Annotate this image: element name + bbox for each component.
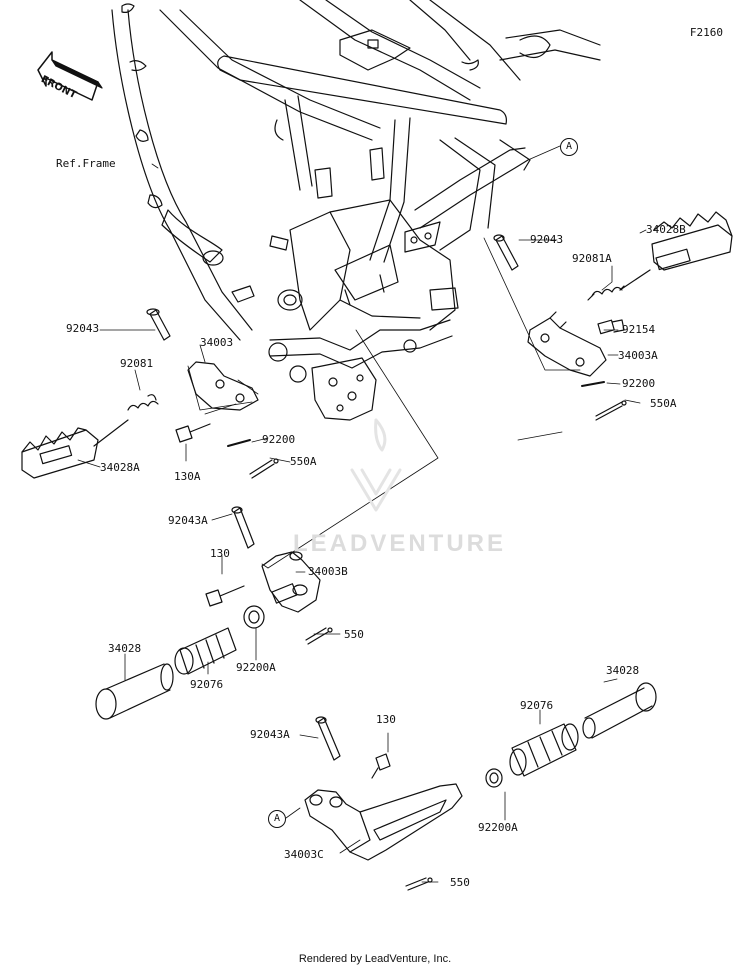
part-label[interactable]: 34003C [284,848,324,861]
middle-bracket-34003B [261,551,321,613]
right-pin-92043 [493,234,519,271]
right-bracket-34003A [527,311,607,377]
part-label[interactable]: 34028A [100,461,140,474]
right-pin-92200 [581,381,605,387]
ref-frame-label: Ref.Frame [56,157,116,170]
figure-code: F2160 [689,26,723,39]
watermark-logo-icon [350,418,402,512]
part-label[interactable]: 550A [650,397,677,410]
part-label[interactable]: 92076 [520,699,554,712]
right-footpeg-34028B [619,211,733,291]
part-label[interactable]: 92200 [262,433,296,446]
left-pin-92200 [227,439,251,447]
part-label[interactable]: 34003 [200,336,234,349]
middle-pin-92043A [231,506,255,549]
ref-marker-a-bottom: A [268,810,286,828]
part-label[interactable]: 550A [290,455,317,468]
left-pin-92043 [146,308,171,341]
part-label[interactable]: 92200A [478,821,518,834]
ref-marker-a-top: A [560,138,578,156]
part-label[interactable]: 34003B [308,565,348,578]
bottom-bolt-130 [371,753,391,779]
part-label[interactable]: 34028 [606,664,640,677]
part-label[interactable]: 130 [210,547,230,560]
part-label[interactable]: 34028B [646,223,686,236]
part-label[interactable]: 550 [450,876,470,889]
bottom-cotter-550 [405,877,433,891]
middle-bolt-130 [205,585,245,607]
left-cotter-550A [249,458,279,479]
middle-washer-92200A [243,605,265,629]
left-rubber-92076 [174,627,237,675]
bottom-pin-92043A [315,716,341,761]
part-label[interactable]: 92154 [622,323,656,336]
part-label[interactable]: 92081 [120,357,154,370]
right-rubber-92076 [509,723,579,777]
frame-drawing [111,0,601,421]
front-arrow-icon [37,51,103,101]
leader-lines [77,145,647,883]
part-label[interactable]: 92043 [66,322,100,335]
left-footpeg-34028A [21,419,129,479]
part-label[interactable]: 34028 [108,642,142,655]
part-label[interactable]: 130A [174,470,201,483]
watermark-text: LEADVENTURE [293,530,507,557]
left-bracket-34003 [187,361,259,411]
right-spring-92081A [587,285,625,301]
footer-credit: Rendered by LeadVenture, Inc. [298,953,452,965]
part-label[interactable]: 92076 [190,678,224,691]
part-label[interactable]: 92043A [168,514,208,527]
part-label[interactable]: 550 [344,628,364,641]
bottom-bracket-34003C [304,783,463,861]
part-label[interactable]: 92081A [572,252,612,265]
right-bolt-92154 [597,319,625,335]
right-washer-92200A [485,768,503,788]
part-label[interactable]: 92043 [530,233,564,246]
part-label[interactable]: 92043A [250,728,290,741]
part-label[interactable]: 92200A [236,661,276,674]
part-label[interactable]: 92200 [622,377,656,390]
left-spring-92081 [127,394,159,411]
left-peg-34028 [95,663,174,720]
right-peg-34028 [582,682,657,739]
part-label[interactable]: 34003A [618,349,658,362]
left-bolt-130A [175,423,211,443]
right-cotter-550A [595,400,627,421]
middle-cotter-550 [305,627,333,645]
part-label[interactable]: 130 [376,713,396,726]
